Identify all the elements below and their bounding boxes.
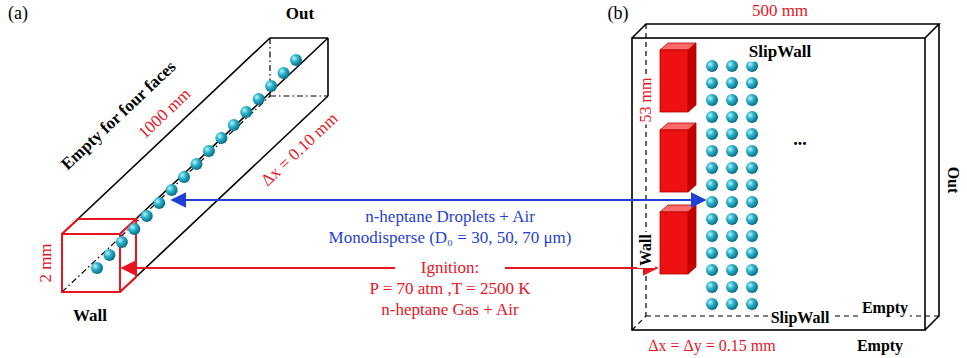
droplet [726,264,738,276]
droplet [91,262,103,274]
droplet [706,298,718,310]
droplet [178,171,190,183]
droplet [726,94,738,106]
droplet [746,264,758,276]
droplet [726,213,738,225]
droplet [706,196,718,208]
droplet [746,77,758,89]
boundary-label: Empty [860,299,910,317]
droplet [726,281,738,293]
droplet [746,94,758,106]
droplet [726,196,738,208]
droplet-grid [706,60,758,310]
droplet [706,77,718,89]
droplet [726,60,738,72]
ignition-region [62,219,136,292]
droplet [746,179,758,191]
panel-letter: (a) [6,4,30,24]
droplet-arrow [172,199,705,201]
droplet [726,230,738,242]
droplet [706,162,718,174]
ignition-arrow [505,267,657,269]
droplet [726,179,738,191]
boundary-label: Empty [855,337,905,355]
droplet [706,230,718,242]
boundary-label: SlipWall [747,43,813,62]
droplet [128,223,140,235]
droplet [706,264,718,276]
droplet [746,196,758,208]
droplet [726,298,738,310]
droplet [726,145,738,157]
boundary-label: Out [944,165,962,196]
droplet [290,54,302,66]
droplet [746,230,758,242]
droplet [746,145,758,157]
ignition-label: P = 70 atm ,T = 2500 K [368,280,533,299]
droplet [153,197,165,209]
droplet [103,249,115,261]
droplet [116,236,128,248]
droplet [228,119,240,131]
droplet [203,145,215,157]
droplet [706,94,718,106]
domain-outline [632,24,939,330]
ignition-blocks [660,43,696,274]
droplet [253,93,265,105]
droplet [746,60,758,72]
ignition-block [660,123,696,192]
droplet [265,80,277,92]
droplet [746,281,758,293]
droplet [278,67,290,79]
droplet [240,106,252,118]
droplet [706,179,718,191]
dimension-label: 53 mm [637,76,655,125]
droplet [706,60,718,72]
boundary-label: Wall [637,232,655,268]
dimension-label: 2 mm [37,241,56,284]
droplet [726,247,738,259]
ignition-block [660,43,696,112]
droplet [706,247,718,259]
panel-letter: (b) [606,4,631,24]
droplet [726,111,738,123]
droplet [746,128,758,140]
droplet [706,145,718,157]
droplet [746,213,758,225]
ignition-label: n-heptane Gas + Air [379,301,521,320]
droplet [706,128,718,140]
ignition-label: Ignition: [419,259,482,278]
droplet [726,77,738,89]
droplet [706,281,718,293]
droplet-label: n-heptane Droplets + Air [363,208,537,227]
boundary-label: SlipWall [769,309,832,327]
droplet [141,210,153,222]
boundary-label: Wall [71,307,109,326]
droplet [746,162,758,174]
droplet [746,111,758,123]
ellipsis-mark: ... [791,130,809,150]
dimension-label: 500 mm [750,2,810,21]
droplet [746,298,758,310]
ignition-arrow [122,267,395,269]
droplet [215,132,227,144]
droplet [746,247,758,259]
resolution-label: Δx = Δy = 0.15 mm [646,337,778,355]
droplet [726,128,738,140]
droplet-label: Monodisperse (D₀ = 30, 50, 70 μm) [327,229,574,248]
boundary-label: Out [284,5,316,24]
droplet [706,111,718,123]
droplet [191,158,203,170]
droplet [726,162,738,174]
droplet [166,184,178,196]
ignition-block [660,205,696,274]
droplet [706,213,718,225]
